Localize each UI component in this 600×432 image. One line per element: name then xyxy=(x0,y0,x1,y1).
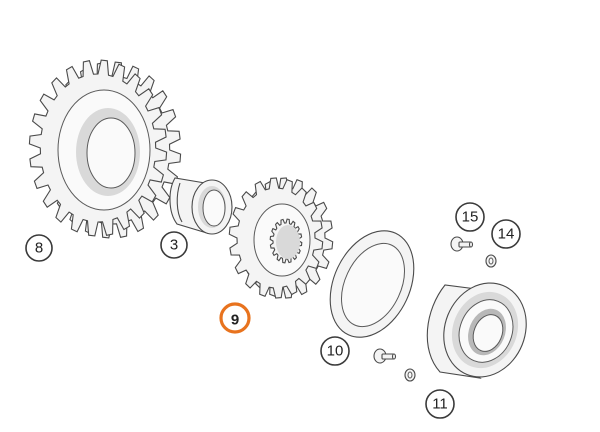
callout-10-label: 10 xyxy=(327,343,344,360)
callout-14[interactable]: 14 xyxy=(491,219,521,249)
callout-9-ring xyxy=(219,302,251,334)
bushing-part xyxy=(169,177,233,235)
large-gear-part xyxy=(28,59,182,239)
callout-15-label: 15 xyxy=(462,209,479,226)
callout-11-label: 11 xyxy=(432,396,448,413)
callout-11[interactable]: 11 xyxy=(425,389,455,419)
callout-8-ring xyxy=(25,234,53,262)
callout-3[interactable]: 3 xyxy=(160,231,188,259)
screw-part xyxy=(450,236,474,252)
callout-15[interactable]: 15 xyxy=(455,202,485,232)
washer-part xyxy=(485,254,497,268)
thrust-washer-part xyxy=(329,230,415,338)
callout-11-ring xyxy=(425,389,455,419)
ball-bearing-part xyxy=(426,282,527,379)
callout-8[interactable]: 8 xyxy=(25,234,53,262)
screw-part xyxy=(373,348,397,364)
callout-9-label: 9 xyxy=(231,312,239,329)
callout-8-label: 8 xyxy=(35,240,43,257)
callout-9[interactable]: 9 xyxy=(219,302,251,334)
callout-14-ring xyxy=(491,219,521,249)
large-gear-bore xyxy=(86,117,136,189)
callout-3-label: 3 xyxy=(170,237,178,254)
callout-10-ring xyxy=(320,336,350,366)
callout-15-ring xyxy=(455,202,485,232)
callout-10[interactable]: 10 xyxy=(320,336,350,366)
callout-14-label: 14 xyxy=(498,226,515,243)
callout-3-ring xyxy=(160,231,188,259)
gear-bore xyxy=(276,225,300,259)
gear-part xyxy=(228,177,334,299)
washer-part xyxy=(404,368,416,382)
